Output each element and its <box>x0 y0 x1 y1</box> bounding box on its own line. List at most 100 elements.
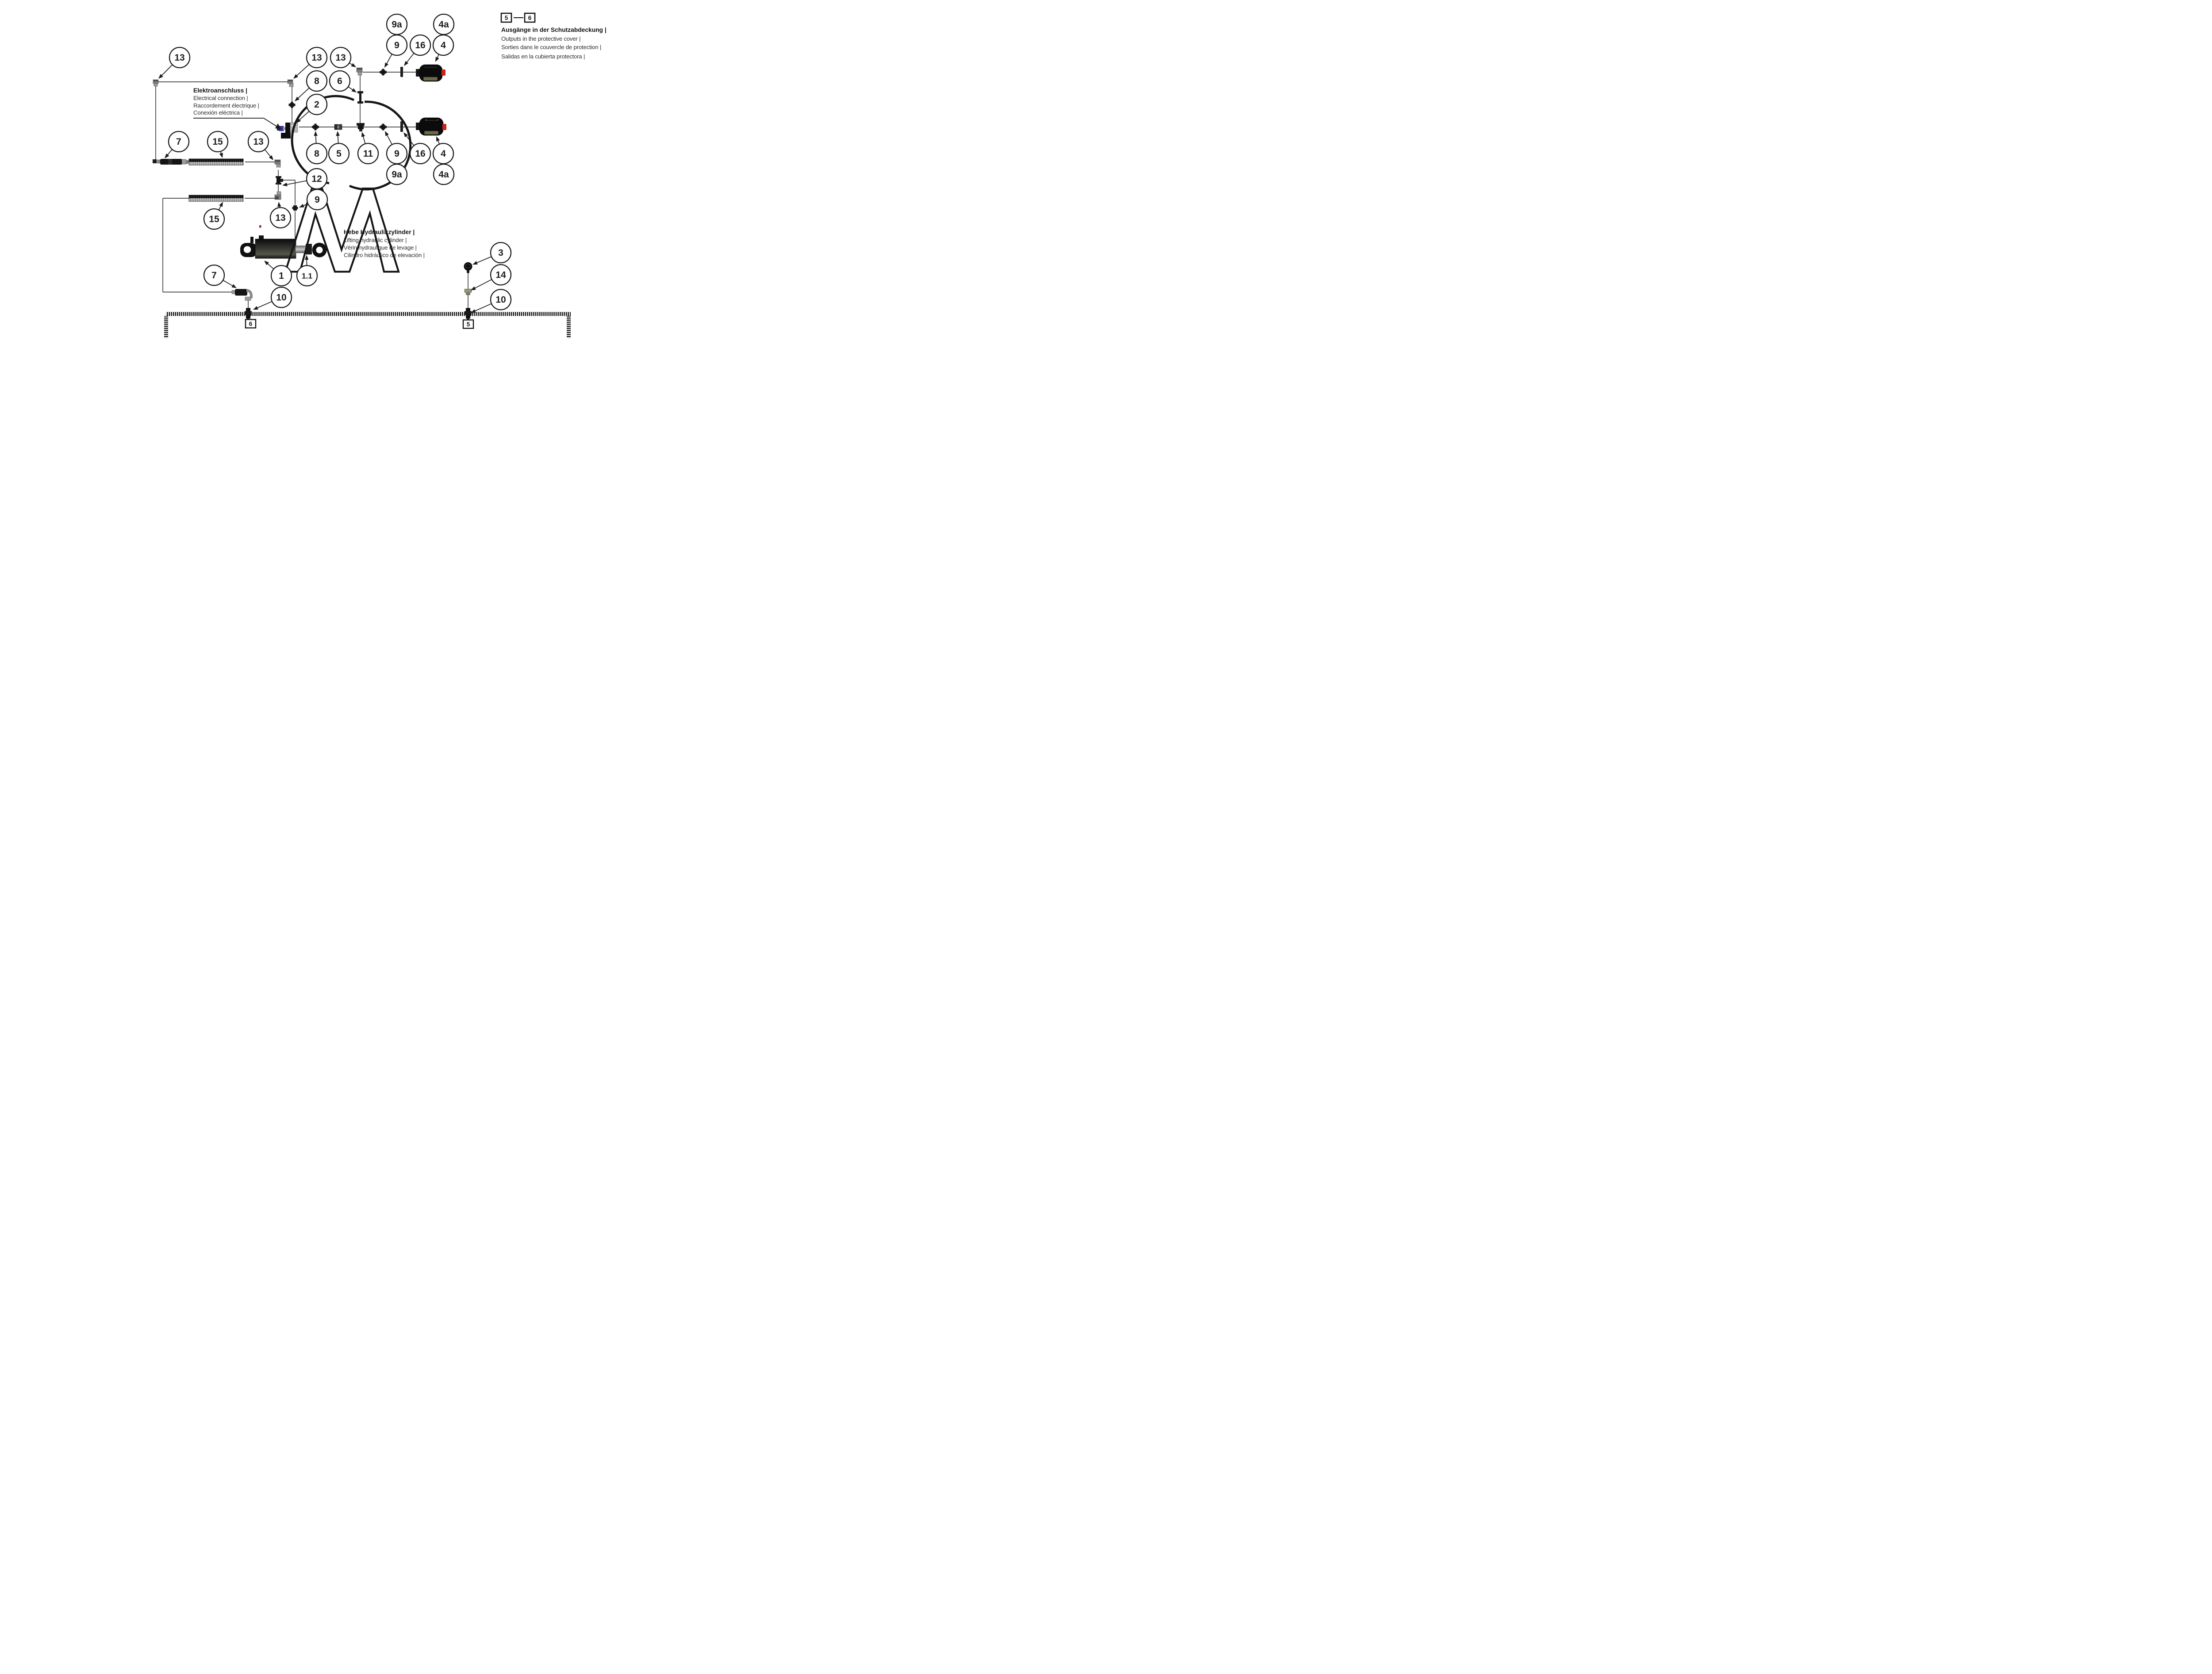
sleeve-fitting-16-upper <box>400 67 403 77</box>
callout-8: 8 <box>295 70 328 101</box>
callout-label: 9 <box>394 40 399 50</box>
hose-line-network <box>155 72 469 309</box>
callout-label: 10 <box>495 295 506 305</box>
elbow-fitting-branch-top <box>356 67 363 76</box>
red-port-cap-lower <box>442 124 446 130</box>
callout-label: 11 <box>363 149 373 159</box>
cross-fitting-cylinder-feed <box>292 205 298 211</box>
callout-9: 9 <box>299 189 328 211</box>
bulkhead-fitting-right <box>465 308 472 321</box>
electrical-note-leader <box>193 118 281 129</box>
callout-13: 13 <box>330 46 356 69</box>
connector-bracket <box>281 123 291 139</box>
callout-13: 13 <box>247 131 273 160</box>
callout-label: 4a <box>438 19 449 30</box>
callout-10: 10 <box>253 286 292 310</box>
callout-7: 7 <box>165 131 190 158</box>
callout-7: 7 <box>203 264 237 288</box>
callout-9: 9 <box>385 131 408 165</box>
callout-10: 10 <box>471 289 512 313</box>
elbow-fitting-connector-top <box>287 79 294 87</box>
callout-label: 12 <box>311 174 322 184</box>
electrical-note: Elektroanschluss | Electrical connection… <box>193 87 281 129</box>
callout-label: 16 <box>415 40 425 50</box>
hydraulic-output-upper <box>416 64 445 82</box>
sleeve-fitting-16-lower <box>400 121 403 132</box>
callout-8: 8 <box>306 131 328 165</box>
position-marker-right-label: 5 <box>467 321 470 328</box>
hydraulic-output-lower <box>416 117 446 136</box>
callout-15: 15 <box>203 202 225 230</box>
legend: 5 6 Ausgänge in der Schutzabdeckung | Ou… <box>500 12 607 60</box>
cylinder-barrel <box>255 239 296 259</box>
callout-13: 13 <box>269 202 292 229</box>
callout-label: 7 <box>211 270 217 281</box>
callout-label: 14 <box>495 270 506 280</box>
red-port-cap-upper <box>442 69 445 76</box>
callout-label: 8 <box>314 76 319 86</box>
hose-guard-lower <box>188 195 244 202</box>
ground-rail <box>164 312 571 338</box>
callout-label: 1 <box>279 271 284 281</box>
callout-13: 13 <box>158 46 191 79</box>
callout-label: 16 <box>415 149 425 159</box>
position-marker-left-label: 6 <box>249 321 253 327</box>
coupler-assembly-lower <box>231 289 253 301</box>
callout-label: 13 <box>275 213 285 223</box>
callout-label: 2 <box>314 100 319 110</box>
callout-14: 14 <box>471 264 512 290</box>
bulkhead-fitting-left <box>245 308 252 321</box>
callout-13: 13 <box>293 46 328 79</box>
callout-12: 12 <box>282 168 328 190</box>
lifting-cylinder <box>240 235 327 259</box>
callout-label: 13 <box>335 53 346 63</box>
cylinder-note-fr: Vérin hydraulique de levage | <box>344 244 417 251</box>
ball-valve <box>464 262 472 273</box>
cross-fitting-manifold-9 <box>380 123 387 131</box>
callout-label: 15 <box>212 137 223 147</box>
callout-label: 6 <box>337 76 342 86</box>
callout-11: 11 <box>357 132 379 165</box>
legend-line-en: Outputs in the protective cover | <box>501 35 580 42</box>
rail-end-left <box>164 316 168 338</box>
callout-1.1: 1.1 <box>296 255 318 287</box>
cylinder-rod <box>296 246 307 253</box>
rail-end-right <box>567 316 571 338</box>
plug-dot <box>259 225 261 228</box>
callout-label: 10 <box>276 292 286 303</box>
elbow-fitting-guard-upper <box>274 159 281 168</box>
legend-line-fr: Sorties dans le couvercle de protection … <box>501 44 601 50</box>
legend-box-left-label: 5 <box>505 15 508 21</box>
callout-label: 9 <box>394 149 399 159</box>
electrical-note-en: Electrical connection | <box>193 95 248 101</box>
electrical-note-fr: Raccordement électrique | <box>193 102 259 109</box>
cylinder-note-es: Cilindro hidráulico de elevación | <box>344 252 425 258</box>
callout-4a: 4a <box>433 13 455 35</box>
hydraulic-parts-diagram: Elektroanschluss | Electrical connection… <box>153 12 607 338</box>
callout-label: 13 <box>174 53 184 63</box>
callout-5: 5 <box>328 131 350 165</box>
callout-label: 9 <box>315 195 320 205</box>
lock-nut-fitting <box>464 289 472 295</box>
legend-box-right <box>524 12 536 23</box>
callout-3: 3 <box>472 242 512 265</box>
callout-4a: 4a <box>433 163 455 185</box>
callout-label: 4 <box>441 40 446 50</box>
callout-label: 9a <box>392 169 402 180</box>
bulkhead-union-branch <box>357 91 363 104</box>
callout-4: 4 <box>432 136 454 165</box>
callout-label: 1.1 <box>302 272 313 281</box>
callout-16: 16 <box>404 34 431 66</box>
callout-label: 15 <box>209 214 219 224</box>
callout-label: 13 <box>253 137 263 147</box>
coupler-assembly-upper <box>153 159 189 165</box>
callout-9a: 9a <box>386 163 408 185</box>
callout-label: 4a <box>438 169 449 180</box>
cross-fitting-motor-line <box>380 69 387 76</box>
legend-box-right-label: 6 <box>528 15 532 21</box>
callout-9: 9 <box>384 34 408 68</box>
hose-guard-upper <box>188 158 244 165</box>
callout-1: 1 <box>264 261 292 287</box>
cross-fitting-connector-drop <box>288 102 296 108</box>
